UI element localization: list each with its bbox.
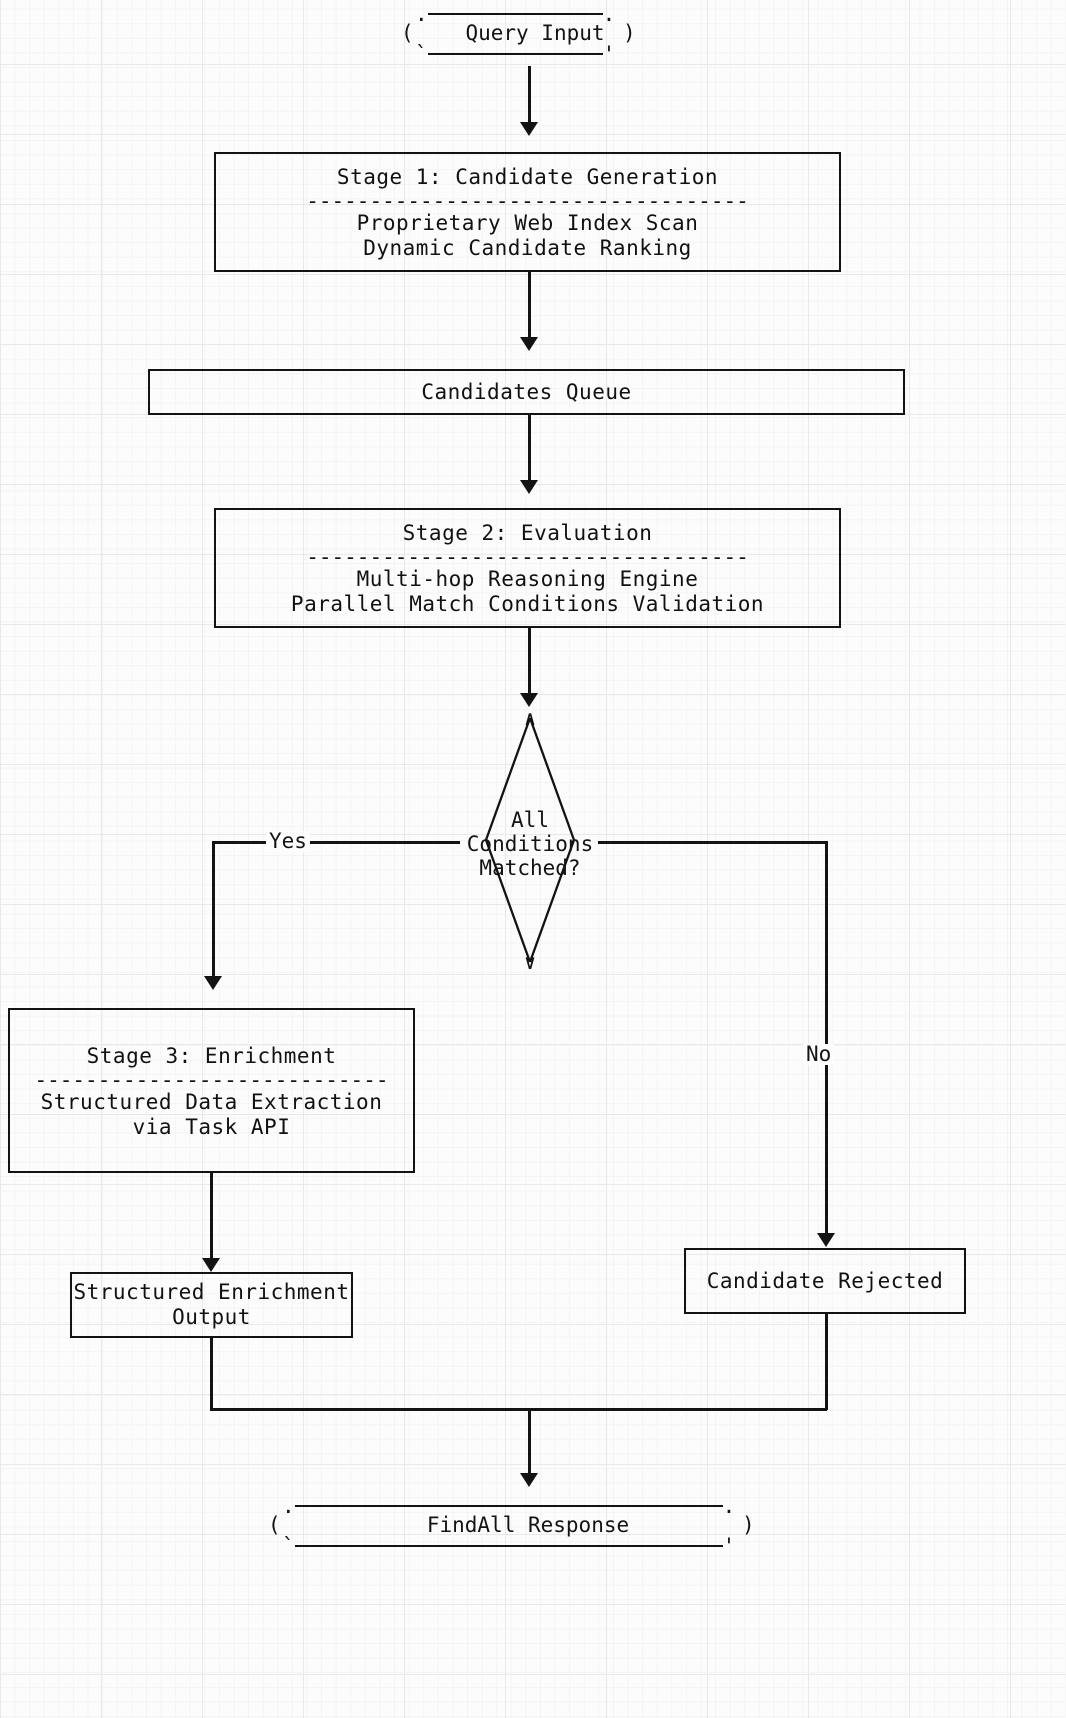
edge-stage1-to-queue: [528, 272, 531, 340]
stage1-body: Proprietary Web Index Scan Dynamic Candi…: [356, 211, 699, 260]
diamond-edge-top-right: [528, 717, 576, 841]
candidates-queue-label: Candidates Queue: [421, 380, 632, 404]
stage3-title: Stage 3: Enrichment: [86, 1043, 337, 1068]
stage2-title: Stage 2: Evaluation: [402, 521, 653, 545]
edge-decision-yes-vertical: [212, 841, 215, 979]
arrow-stage1-to-queue: [520, 337, 538, 351]
arrow-stage2-to-decision: [520, 693, 538, 707]
arrow-query-to-stage1: [520, 122, 538, 136]
node-findall-response[interactable]: .. `' ( ) FindAll Response: [268, 1494, 774, 1558]
stage2-rule: -----------------------------------: [306, 547, 749, 567]
query-input-paren-right: ): [623, 21, 636, 45]
node-structured-enrichment-output[interactable]: Structured Enrichment Output: [70, 1272, 353, 1338]
query-input-label: Query Input: [465, 21, 605, 45]
query-input-ascii: ..: [415, 2, 616, 26]
diamond-edge-bottom-right: [528, 839, 576, 963]
node-candidates-queue[interactable]: Candidates Queue: [148, 369, 905, 415]
diamond-edge-bottom-left: [484, 839, 532, 963]
node-candidate-rejected[interactable]: Candidate Rejected: [684, 1248, 966, 1314]
diamond-top-caret-icon: ∧: [523, 706, 537, 730]
node-stage3[interactable]: Stage 3: Enrichment --------------------…: [8, 1008, 415, 1173]
edge-stage3-to-output: [210, 1173, 213, 1261]
edge-output-to-merge: [210, 1338, 213, 1410]
node-decision-all-conditions-matched[interactable]: ∧ ∨ All Conditions Matched?: [467, 706, 593, 974]
node-stage2[interactable]: Stage 2: Evaluation --------------------…: [214, 508, 841, 628]
enrichment-output-line2: Output: [172, 1305, 251, 1329]
edge-decision-yes-horizontal: [212, 841, 460, 844]
stage2-body: Multi-hop Reasoning Engine Parallel Matc…: [290, 567, 765, 616]
arrow-yes-to-stage3: [204, 976, 222, 990]
diamond-edge-top-left: [484, 717, 532, 841]
edge-label-yes: Yes: [266, 831, 310, 852]
edge-queue-to-stage2: [528, 415, 531, 483]
edge-merge-to-response: [528, 1408, 531, 1476]
arrow-stage3-to-output: [202, 1258, 220, 1272]
arrow-queue-to-stage2: [520, 480, 538, 494]
candidate-rejected-label: Candidate Rejected: [706, 1269, 944, 1293]
decision-label-line2: Conditions: [466, 832, 594, 856]
node-stage1[interactable]: Stage 1: Candidate Generation ----------…: [214, 152, 841, 272]
stage1-rule: -----------------------------------: [306, 191, 749, 211]
edge-query-to-stage1: [528, 66, 531, 124]
edge-decision-no-horizontal: [598, 841, 827, 844]
diamond-bottom-caret-icon: ∨: [523, 950, 537, 974]
query-input-paren-left: (: [401, 21, 414, 45]
query-input-ascii-bottom: `': [415, 42, 616, 66]
enrichment-output-line1: Structured Enrichment: [73, 1280, 350, 1304]
edge-label-no: No: [803, 1044, 835, 1065]
stage3-body: Structured Data Extraction via Task API: [40, 1089, 383, 1139]
edge-rejected-to-merge: [825, 1314, 828, 1410]
arrow-merge-to-response: [520, 1473, 538, 1487]
findall-response-paren-left: (: [268, 1513, 281, 1537]
edge-decision-no-vertical: [825, 841, 828, 1236]
stage1-title: Stage 1: Candidate Generation: [336, 165, 719, 189]
stage3-rule: ----------------------------: [34, 1069, 389, 1090]
findall-response-ascii-bottom: `': [282, 1534, 736, 1558]
findall-response-label: FindAll Response: [426, 1513, 630, 1537]
decision-label-line3: Matched?: [479, 856, 581, 880]
edge-merge-horizontal: [210, 1408, 827, 1411]
findall-response-paren-right: ): [742, 1513, 755, 1537]
node-query-input[interactable]: .. `' ( ) Query Input: [401, 2, 655, 66]
findall-response-ascii-top: ..: [282, 1494, 736, 1518]
arrow-no-to-rejected: [817, 1233, 835, 1247]
edge-stage2-to-decision: [528, 628, 531, 696]
decision-label-line1: All: [511, 808, 549, 832]
